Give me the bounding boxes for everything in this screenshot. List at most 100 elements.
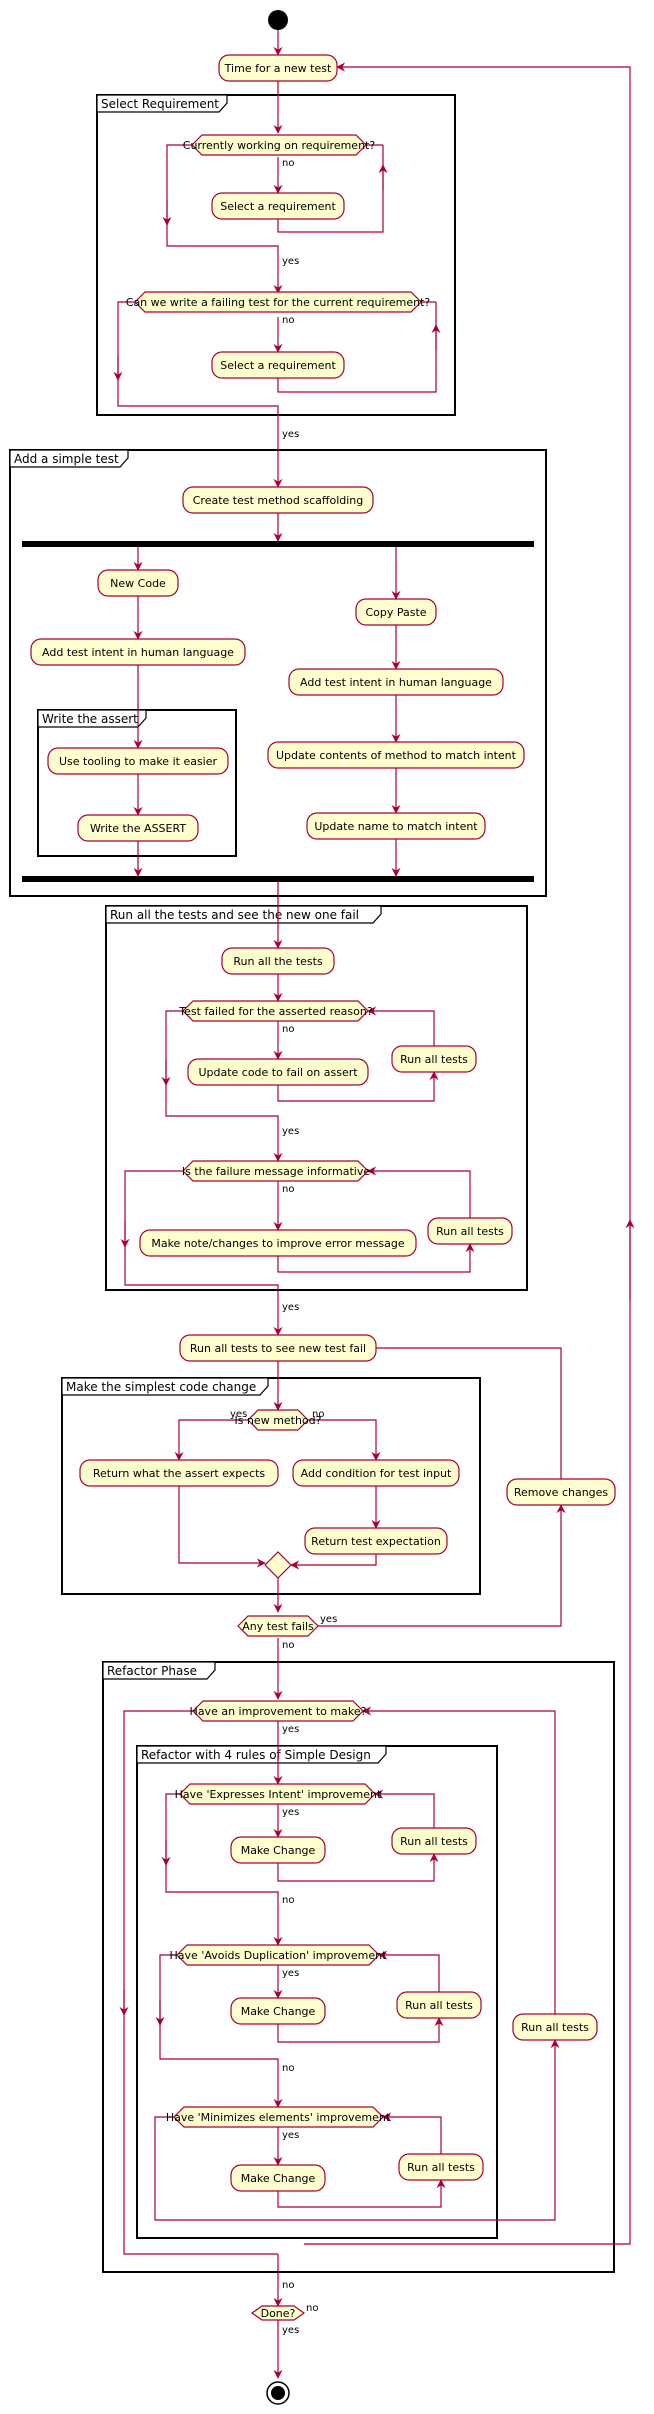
decision-failed-reason: Test failed for the asserted reason? — [178, 1000, 373, 1022]
svg-text:Add condition for test input: Add condition for test input — [301, 1467, 452, 1480]
remove-changes: Remove changes — [506, 1478, 616, 1506]
svg-text:Run all the tests: Run all the tests — [233, 955, 323, 968]
svg-text:Have 'Avoids Duplication' impr: Have 'Avoids Duplication' improvement — [170, 1949, 388, 1962]
svg-text:Run all tests: Run all tests — [436, 1225, 504, 1238]
svg-text:Have 'Expresses Intent' improv: Have 'Expresses Intent' improvement — [175, 1788, 382, 1801]
run-all-new-fail: Run all tests to see new test fail — [179, 1334, 377, 1362]
svg-text:Run all tests: Run all tests — [400, 1053, 468, 1066]
edges — [113, 30, 635, 2379]
frame-title: Run all the tests and see the new one fa… — [110, 908, 359, 922]
run-all-tests-r3: Run all tests — [398, 2153, 484, 2181]
frame-select-requirement: Select Requirement — [96, 94, 456, 416]
select-requirement-1: Select a requirement — [211, 192, 345, 220]
label-no: no — [282, 158, 294, 169]
update-contents: Update contents of method to match inten… — [267, 741, 525, 769]
frame-refactor-phase: Refactor Phase — [102, 1661, 615, 2273]
write-the-assert: Write the ASSERT — [77, 814, 199, 842]
frame-simplest-change: Make the simplest code change — [61, 1377, 481, 1595]
svg-text:New Code: New Code — [110, 577, 166, 590]
start-node — [268, 10, 288, 30]
svg-text:Is new method?: Is new method? — [234, 1414, 321, 1427]
label-yes: yes — [282, 429, 299, 440]
svg-text:Run all tests to see new test: Run all tests to see new test fail — [190, 1342, 366, 1355]
svg-text:Update contents of method to m: Update contents of method to match inten… — [276, 749, 517, 762]
label-no: no — [282, 1024, 294, 1035]
svg-text:Make note/changes to improve e: Make note/changes to improve error messa… — [151, 1237, 405, 1250]
label-no: no — [282, 315, 294, 326]
fork-bar — [22, 541, 534, 547]
svg-text:Update name to match intent: Update name to match intent — [314, 820, 478, 833]
svg-text:Create test method scaffolding: Create test method scaffolding — [193, 494, 364, 507]
frame-title: Refactor with 4 rules of Simple Design — [141, 1748, 371, 1762]
run-all-tests-refactor: Run all tests — [512, 2013, 598, 2041]
frame-refactor-rules: Refactor with 4 rules of Simple Design — [136, 1745, 498, 2239]
run-all-tests-3: Run all tests — [427, 1217, 513, 1245]
decision-done: Done? — [250, 2305, 306, 2321]
use-tooling: Use tooling to make it easier — [47, 747, 229, 775]
return-assert-expects: Return what the assert expects — [79, 1459, 279, 1487]
add-test-intent-right: Add test intent in human language — [288, 668, 504, 696]
label-no: no — [282, 1640, 294, 1651]
label-yes: yes — [282, 1807, 299, 1818]
create-test-scaffolding: Create test method scaffolding — [182, 486, 374, 514]
new-code: New Code — [97, 569, 179, 597]
svg-text:Use tooling to make it easier: Use tooling to make it easier — [59, 755, 218, 768]
svg-text:Update code to fail on assert: Update code to fail on assert — [198, 1066, 358, 1079]
svg-text:Select a requirement: Select a requirement — [220, 200, 336, 213]
label-yes: yes — [282, 256, 299, 267]
label-yes: yes — [282, 1968, 299, 1979]
label-yes: yes — [230, 1409, 247, 1420]
decision-working-on-requirement: Currently working on requirement? — [183, 134, 376, 156]
end-node — [266, 2381, 290, 2405]
svg-text:Select a requirement: Select a requirement — [220, 359, 336, 372]
svg-text:Remove changes: Remove changes — [514, 1486, 609, 1499]
copy-paste: Copy Paste — [355, 598, 437, 626]
svg-text:Any test fails: Any test fails — [242, 1620, 314, 1633]
add-test-intent-left: Add test intent in human language — [30, 638, 246, 666]
edge-labels: no yes no yes no yes no yes yes no yes n… — [230, 158, 337, 2336]
svg-text:Currently working on requireme: Currently working on requirement? — [183, 139, 376, 152]
svg-text:Is the failure message informa: Is the failure message informative — [182, 1165, 370, 1178]
svg-text:Time for a new test: Time for a new test — [224, 62, 332, 75]
label-yes: yes — [282, 1302, 299, 1313]
svg-text:Test failed for the asserted r: Test failed for the asserted reason? — [178, 1005, 373, 1018]
return-test-expectation: Return test expectation — [304, 1527, 448, 1555]
frame-title: Select Requirement — [101, 97, 219, 111]
label-yes: yes — [282, 1724, 299, 1735]
decision-avoids-duplication: Have 'Avoids Duplication' improvement — [170, 1944, 388, 1966]
decision-failing-test: Can we write a failing test for the curr… — [126, 291, 430, 313]
merge-diamond — [264, 1551, 292, 1579]
label-yes: yes — [282, 2325, 299, 2336]
frame-title: Make the simplest code change — [66, 1380, 256, 1394]
time-for-new-test: Time for a new test — [218, 54, 338, 82]
svg-text:Run all tests: Run all tests — [521, 2021, 589, 2034]
label-yes: yes — [282, 2130, 299, 2141]
label-no: no — [312, 1409, 324, 1420]
svg-text:Make Change: Make Change — [241, 2172, 316, 2185]
update-name: Update name to match intent — [306, 812, 486, 840]
decision-failure-informative: Is the failure message informative — [182, 1160, 370, 1182]
frame-run-all-fail: Run all the tests and see the new one fa… — [105, 905, 528, 1291]
frame-title: Write the assert — [42, 712, 138, 726]
make-change-3: Make Change — [230, 2164, 326, 2192]
decision-new-method: Is new method? — [234, 1409, 322, 1431]
frame-title: Refactor Phase — [107, 1664, 197, 1678]
label-yes: yes — [282, 1126, 299, 1137]
make-note: Make note/changes to improve error messa… — [139, 1229, 417, 1257]
select-requirement-2: Select a requirement — [211, 351, 345, 379]
run-all-tests-r2: Run all tests — [396, 1991, 482, 2019]
run-all-the-tests: Run all the tests — [221, 947, 335, 975]
run-all-tests-r1: Run all tests — [391, 1827, 477, 1855]
label-no: no — [282, 2063, 294, 2074]
make-change-2: Make Change — [230, 1997, 326, 2025]
svg-text:Make Change: Make Change — [241, 1844, 316, 1857]
frame-title: Add a simple test — [14, 452, 119, 466]
add-condition: Add condition for test input — [292, 1459, 460, 1487]
update-code-fail: Update code to fail on assert — [187, 1058, 369, 1086]
svg-text:Return test expectation: Return test expectation — [311, 1535, 441, 1548]
svg-text:Have 'Minimizes elements' impr: Have 'Minimizes elements' improvement — [166, 2111, 391, 2124]
svg-text:Write the ASSERT: Write the ASSERT — [90, 822, 186, 835]
make-change-1: Make Change — [230, 1836, 326, 1864]
svg-text:Have an improvement to make?: Have an improvement to make? — [190, 1705, 367, 1718]
decision-improvement: Have an improvement to make? — [190, 1700, 367, 1722]
